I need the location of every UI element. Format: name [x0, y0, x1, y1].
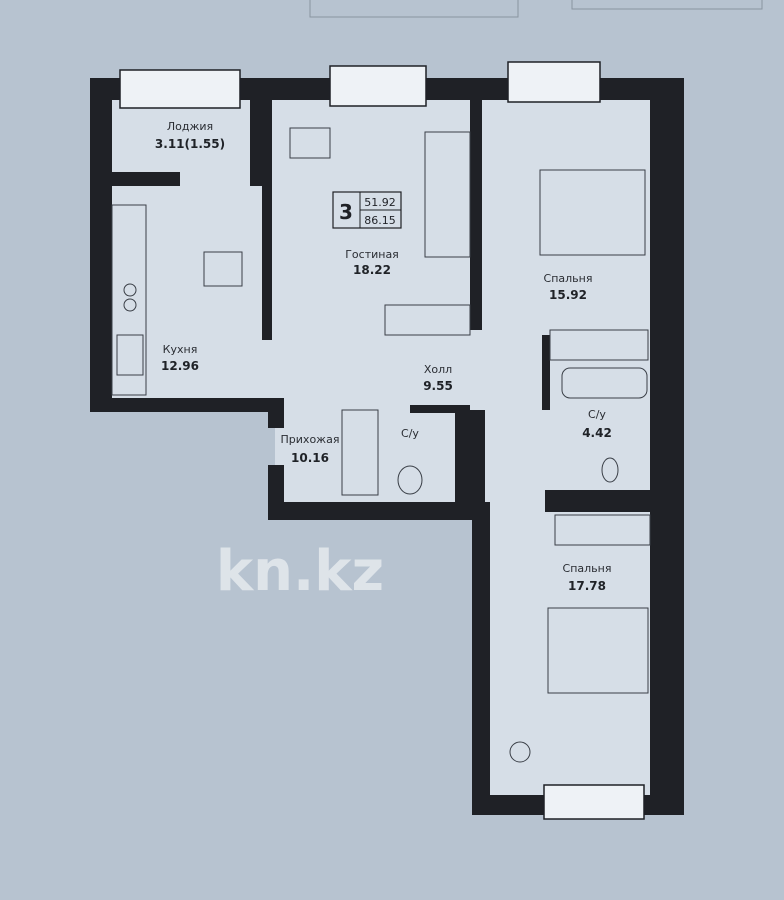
toilet-icon	[397, 465, 423, 495]
room-name: Гостиная	[345, 248, 399, 261]
room-area: 3.11(1.55)	[155, 137, 225, 151]
room-area: 10.16	[291, 451, 329, 465]
bathtub-icon	[561, 367, 648, 399]
room-name: Лоджия	[167, 120, 213, 133]
room-name: Холл	[424, 363, 452, 376]
fixtures	[111, 127, 651, 763]
windows	[119, 61, 645, 820]
neighbor-plan-outline	[571, 0, 763, 10]
room-name: Кухня	[163, 343, 198, 356]
bed-icon	[539, 169, 646, 256]
room-name: Спальня	[563, 562, 612, 575]
boiler-icon	[509, 741, 531, 763]
living-area: 51.92	[364, 196, 396, 209]
desk-chair-icon	[289, 127, 331, 159]
stove-icon	[123, 283, 137, 297]
sofa-icon	[424, 131, 471, 258]
rooms-count: 3	[339, 200, 353, 224]
room-area: 12.96	[161, 359, 199, 373]
table-icon	[203, 251, 243, 287]
room-labels: Лоджия 3.11(1.55) Гостиная 18.22 Спальня…	[155, 120, 612, 593]
wardrobe	[549, 329, 649, 361]
room-area: 4.42	[582, 426, 612, 440]
room-name: Прихожая	[281, 433, 340, 446]
area-badge: 3 51.92 86.15	[332, 191, 402, 229]
room-area: 18.22	[353, 263, 391, 277]
wardrobe	[554, 514, 651, 546]
toilet-icon	[601, 457, 619, 483]
wardrobe	[341, 409, 379, 496]
room-name: Спальня	[544, 272, 593, 285]
room-name: С/у	[401, 427, 419, 440]
neighbor-plan-outline	[309, 0, 519, 18]
sink-icon	[116, 334, 144, 376]
bed-icon	[547, 607, 649, 694]
room-area: 9.55	[423, 379, 453, 393]
room-area: 15.92	[549, 288, 587, 302]
room-name: С/у	[588, 408, 606, 421]
room-area: 17.78	[568, 579, 606, 593]
total-area: 86.15	[364, 214, 396, 227]
watermark: kn.kz	[216, 539, 384, 604]
kitchen-counter	[111, 204, 147, 396]
wardrobe	[384, 304, 471, 336]
